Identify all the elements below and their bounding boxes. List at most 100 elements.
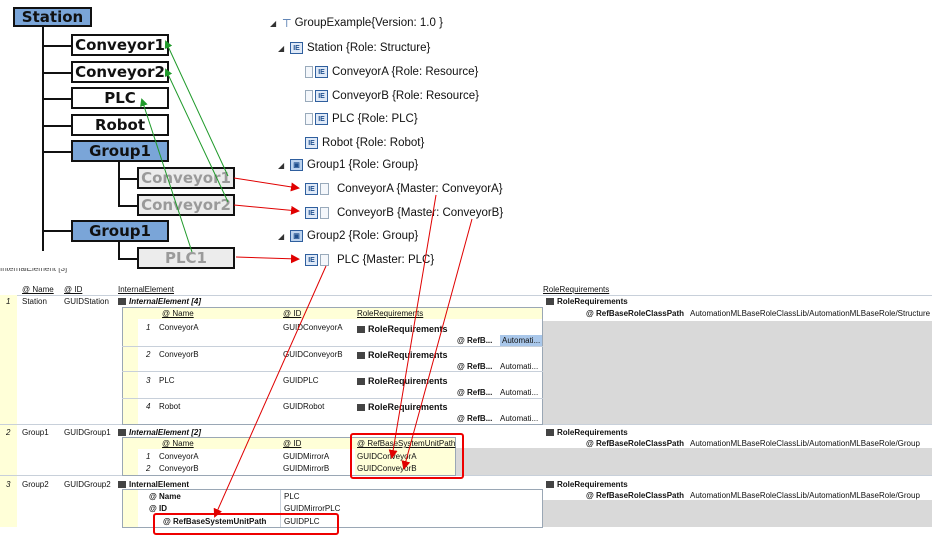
tree-item-plc[interactable]: IE PLC {Role: PLC}: [305, 109, 418, 129]
internal-element-icon: IE: [305, 137, 318, 149]
row-id[interactable]: GUIDGroup2: [64, 480, 111, 489]
tree-item-label: ConveyorB {Role: Resource}: [332, 90, 480, 102]
group1-role-path-value[interactable]: AutomationMLBaseRoleClassLib/AutomationM…: [690, 439, 920, 448]
nested-row-name[interactable]: PLC: [159, 376, 175, 385]
nested-row-id[interactable]: GUIDConveyorA: [283, 323, 343, 332]
nested-row-name[interactable]: ConveyorB: [159, 350, 199, 359]
expand-triangle-icon[interactable]: ◢: [270, 18, 277, 28]
node-plc: PLC: [71, 87, 169, 109]
row-name[interactable]: Group2: [22, 480, 49, 489]
table-icon: [546, 429, 554, 437]
nested-row-name[interactable]: ConveyorA: [159, 452, 199, 461]
nested-role-req[interactable]: RoleRequirements: [357, 350, 448, 361]
red-arrow: [235, 254, 300, 264]
row-name[interactable]: Station: [22, 297, 47, 306]
group2-name-label: @ Name: [149, 492, 181, 501]
highlight-ref-plc: [153, 513, 339, 535]
tree-item-conveyorb[interactable]: IE ConveyorB {Role: Resource}: [305, 86, 479, 106]
tree-item-label: Group1 {Role: Group}: [307, 159, 419, 171]
nested-role-req[interactable]: RoleRequirements: [357, 402, 448, 413]
refb-value[interactable]: Automati...: [500, 414, 539, 423]
tree-item-label: PLC {Master: PLC}: [337, 254, 435, 266]
nested-row-id[interactable]: GUIDMirrorB: [283, 464, 330, 473]
partial-header: InternalElement [3]: [0, 268, 68, 273]
row-id[interactable]: GUIDGroup1: [64, 428, 111, 437]
ie-count-label: InternalElement [2]: [129, 428, 202, 437]
row-number-column: [0, 295, 17, 527]
group2-name-value[interactable]: PLC: [284, 492, 300, 501]
nested-row-name[interactable]: ConveyorB: [159, 464, 199, 473]
nested-header-id[interactable]: @ ID: [283, 439, 302, 448]
expand-triangle-icon[interactable]: ◢: [278, 43, 285, 53]
internal-element-icon: IE: [315, 113, 328, 125]
refb-value[interactable]: Automati...: [500, 335, 543, 346]
expand-triangle-icon[interactable]: ◢: [278, 160, 285, 170]
nested-role-req[interactable]: RoleRequirements: [357, 376, 448, 387]
tree-item-group1[interactable]: ◢ ▣ Group1 {Role: Group}: [278, 155, 418, 175]
column-header-name[interactable]: @ Name: [22, 285, 54, 294]
nested-row-id[interactable]: GUIDRobot: [283, 402, 325, 411]
tree-item-label: Station {Role: Structure}: [307, 42, 431, 54]
tree-connector: [42, 45, 72, 47]
tree-connector: [118, 258, 138, 260]
column-header-role-requirements[interactable]: RoleRequirements: [543, 285, 610, 294]
tree-item-label: ConveyorA {Master: ConveyorA}: [337, 183, 503, 195]
nested-header-name[interactable]: @ Name: [162, 309, 194, 318]
nested-row-name[interactable]: Robot: [159, 402, 181, 411]
role-req-text: RoleRequirements: [368, 402, 448, 412]
nested-row-number: 2: [146, 464, 151, 473]
refb-label: @ RefB...: [457, 414, 493, 423]
tree-item-label: ConveyorA {Role: Resource}: [332, 66, 479, 78]
nested-row-id[interactable]: GUIDMirrorA: [283, 452, 330, 461]
group2-role-path-label: @ RefBaseRoleClassPath: [586, 491, 685, 500]
column-header-id[interactable]: @ ID: [64, 285, 83, 294]
refb-value[interactable]: Automati...: [500, 362, 539, 371]
tree-item-station[interactable]: ◢ IE Station {Role: Structure}: [278, 38, 430, 58]
nested-header-role-req[interactable]: RoleRequirements: [357, 309, 424, 318]
station-role-req-label[interactable]: RoleRequirements: [546, 296, 628, 307]
group1-ie-label[interactable]: InternalElement [2]: [118, 427, 201, 438]
nested-row-id[interactable]: GUIDConveyorB: [283, 350, 343, 359]
group2-ie-label[interactable]: InternalElement: [118, 479, 189, 490]
role-req-text: RoleRequirements: [368, 376, 448, 386]
refb-value[interactable]: Automati...: [500, 388, 539, 397]
empty-area: [543, 500, 932, 527]
tree-item-robot[interactable]: IE Robot {Role: Robot}: [305, 133, 424, 153]
internal-element-icon: IE: [305, 183, 318, 195]
tree-connector: [118, 205, 138, 207]
refb-label: @ RefB...: [457, 362, 493, 371]
nested-row-id[interactable]: GUIDPLC: [283, 376, 319, 385]
tree-item-label: Group2 {Role: Group}: [307, 230, 419, 242]
tree-item-groupexample[interactable]: ◢ ⊤ GroupExample{Version: 1.0 }: [270, 13, 443, 33]
role-req-text: RoleRequirements: [557, 480, 628, 489]
station-role-path-value[interactable]: AutomationMLBaseRoleClassLib/AutomationM…: [690, 309, 931, 318]
group2-role-path-value[interactable]: AutomationMLBaseRoleClassLib/AutomationM…: [690, 491, 920, 500]
nested-header-name[interactable]: @ Name: [162, 439, 194, 448]
nested-role-req[interactable]: RoleRequirements: [357, 324, 448, 335]
group1-role-req-label[interactable]: RoleRequirements: [546, 427, 628, 438]
tree-connector: [42, 25, 44, 251]
nested-row-ref[interactable]: GUIDConveyorB: [357, 464, 417, 473]
group2-ref-value[interactable]: GUIDPLC: [284, 517, 320, 526]
nested-row-name[interactable]: ConveyorA: [159, 323, 199, 332]
tree-item-mirror-plc[interactable]: IE PLC {Master: PLC}: [305, 250, 434, 270]
column-header-internal-element[interactable]: InternalElement: [118, 285, 175, 294]
row-id[interactable]: GUIDStation: [64, 297, 109, 306]
tree-item-conveyora[interactable]: IE ConveyorA {Role: Resource}: [305, 62, 478, 82]
expand-triangle-icon[interactable]: ◢: [278, 231, 285, 241]
table-icon: [118, 429, 126, 437]
station-ie-label[interactable]: InternalElement [4]: [118, 296, 201, 307]
group2-role-req-label[interactable]: RoleRequirements: [546, 479, 628, 490]
tree-item-label: Robot {Role: Robot}: [322, 137, 425, 149]
nested-table-border: [122, 307, 543, 425]
row-name[interactable]: Group1: [22, 428, 49, 437]
tree-item-group2[interactable]: ◢ ▣ Group2 {Role: Group}: [278, 226, 418, 246]
group-element-icon: ▣: [290, 230, 303, 242]
nested-row-number: 2: [146, 350, 151, 359]
tree-item-mirror-conveyora[interactable]: IE ConveyorA {Master: ConveyorA}: [305, 179, 503, 199]
nested-row-ref[interactable]: GUIDConveyorA: [357, 452, 417, 461]
nested-row-number: 1: [146, 323, 151, 332]
tree-item-mirror-conveyorb[interactable]: IE ConveyorB {Master: ConveyorB}: [305, 203, 503, 223]
internal-element-icon: IE: [290, 42, 303, 54]
